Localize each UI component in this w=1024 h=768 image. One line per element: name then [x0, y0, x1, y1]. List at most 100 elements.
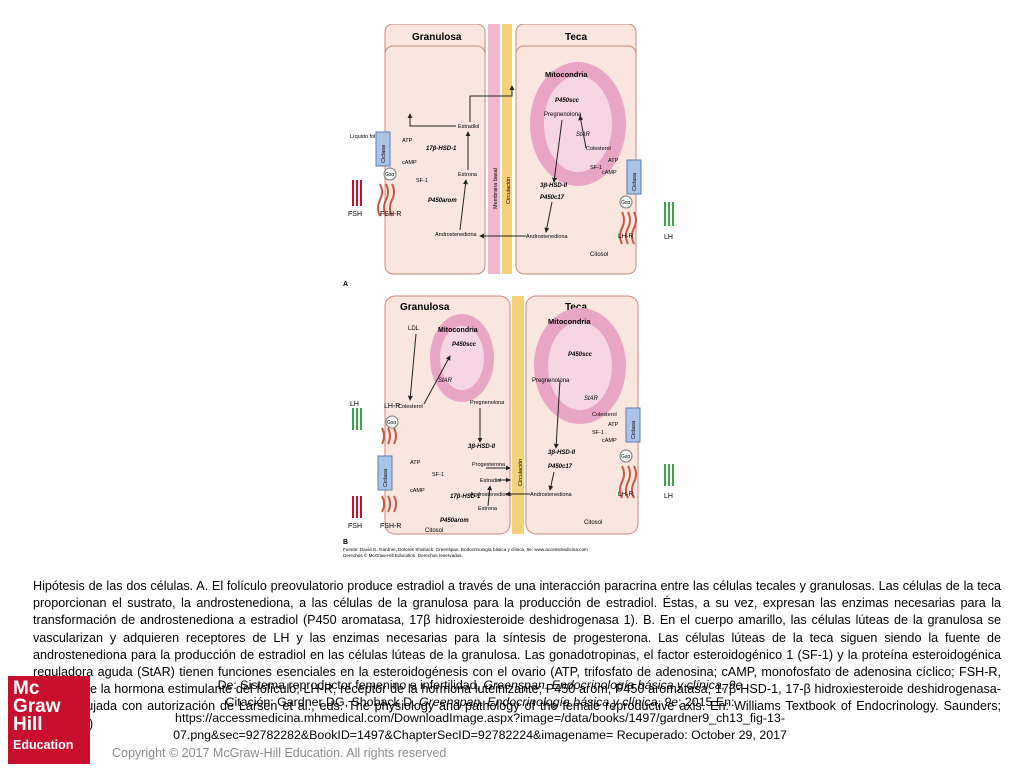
mitochondria-left-inner-b	[440, 326, 484, 390]
hsd2-right-b: 3β-HSD-II	[548, 450, 575, 456]
panel-a: Granulosa Teca Mitocondria P450scc Pregn…	[343, 23, 674, 288]
arrow-chol-preg-a	[578, 115, 587, 149]
arrow-c17-andro-a	[544, 201, 553, 233]
arrow-andro-estrone-a	[459, 179, 468, 231]
hsd1-b: 17β-HSD-1	[450, 494, 481, 500]
cytosol-right-b: Citosol	[584, 520, 602, 526]
camp-right-b: cAMP	[602, 438, 617, 444]
basal-membrane-label-a: Membrana basal	[493, 168, 499, 209]
androstenedione-left-b: Androstenediona	[470, 492, 513, 498]
cyclase-right-a	[626, 159, 642, 195]
fshr-a: FSH-R	[380, 211, 401, 218]
lh-hatch-right-b	[662, 464, 674, 486]
atp-right-b: ATP	[608, 422, 619, 428]
p450scc-left-b: P450scc	[452, 342, 477, 348]
mitochondria-right-inner-b	[548, 322, 612, 410]
gs-alpha-left-circle-a	[383, 167, 397, 181]
star-left-b: StAR	[438, 378, 453, 384]
granulosa-header-b: Granulosa	[400, 302, 450, 313]
circulation-band-b	[512, 296, 524, 534]
camp-right-a: cAMP	[602, 170, 617, 176]
estrone-b: Estrona	[478, 506, 498, 512]
atp-right-a: ATP	[608, 158, 619, 164]
estradiol-b: Estradiol	[480, 478, 501, 484]
mcgraw-hill-logo: Mc Graw Hill Education	[8, 676, 90, 764]
gs-left-circle-b	[385, 415, 399, 429]
gs-alpha-right-a: Gsα	[621, 200, 630, 206]
theca-header-b: Teca	[565, 302, 587, 313]
follicular-fluid-a: Líquido folicular	[350, 134, 389, 140]
cholesterol-right-b: Colesterol	[592, 412, 617, 418]
panel-a-label: A	[343, 281, 348, 288]
fsh-a: FSH	[348, 211, 362, 218]
cyclase-label-left-b: Ciclasa	[383, 468, 389, 487]
lh-left-b: LH	[350, 401, 359, 408]
citation-url-2[interactable]: 07.png&sec=92782282&BookID=1497&ChapterS…	[173, 727, 787, 742]
progesterone-b: Progesterona	[472, 462, 506, 468]
arrow-c17-andro-b	[548, 471, 555, 491]
fsh-hatch-a	[350, 180, 362, 206]
panel-b-label: B	[343, 539, 348, 546]
logo-line-4: Education	[13, 738, 74, 752]
cyclase-label-right-a: Ciclasa	[632, 172, 638, 191]
logo-line-2: Graw	[13, 696, 61, 717]
mitochondria-label-a: Mitocondria	[545, 70, 588, 79]
arrow-preg-hsd-a	[552, 119, 563, 183]
circulation-label-a: Circulación	[506, 177, 512, 204]
cytosol-a: Citosol	[590, 252, 608, 258]
granulosa-cell-a	[384, 45, 486, 275]
citation-line-1-pre: De: Sistema reproductor femenino e infer…	[217, 678, 484, 692]
arrow-ldl-chol-b	[407, 333, 417, 401]
p450c17-a: P450c17	[540, 195, 565, 201]
figure: Granulosa Teca Mitocondria P450scc Pregn…	[340, 23, 690, 569]
circulation-band-a	[502, 24, 512, 274]
citation-url-1[interactable]: https://accessmedicina.mhmedical.com/Dow…	[175, 711, 785, 725]
estrone-a: Estrona	[458, 172, 478, 178]
camp-left-b: cAMP	[410, 488, 425, 494]
lh-receptor-right-b	[619, 465, 637, 499]
logo-line-1: Mc	[13, 678, 40, 699]
logo-line-3: Hill	[13, 714, 43, 735]
p450arom-b: P450arom	[440, 518, 469, 524]
atp-left-a: ATP	[402, 138, 413, 144]
arrow-estrone-estradiol-b	[487, 485, 493, 507]
figure-caption: Hipótesis de las dos células. A. El folí…	[33, 579, 1001, 731]
granulosa-header-a: Granulosa	[412, 32, 462, 43]
p450arom-a: P450arom	[428, 198, 457, 204]
lh-right-b: LH	[664, 493, 673, 500]
fsh-hatch-b	[350, 496, 362, 518]
mito-left-b: Mitocondria	[438, 327, 478, 334]
arrow-estradiol-circ-a	[469, 85, 515, 122]
citation-line-1: De: Sistema reproductor femenino e infer…	[110, 677, 850, 694]
lh-hatch-a	[662, 202, 674, 226]
figure-svg: Granulosa Teca Mitocondria P450scc Pregn…	[343, 23, 674, 558]
cyclase-label-left-a: Ciclasa	[381, 144, 387, 163]
star-right-b: StAR	[584, 396, 599, 402]
ldl-b: LDL	[408, 326, 420, 332]
source-line-1: Fuente: David G. Gardner, Dolores Shobac…	[343, 547, 588, 552]
cholesterol-left-b: Colesterol	[398, 404, 423, 410]
atp-left-b: ATP	[410, 460, 421, 466]
lhr-right-b: LH-R	[618, 491, 633, 498]
circulation-label-b: Circulación	[518, 459, 524, 486]
cytosol-left-b: Citosol	[425, 528, 443, 534]
basal-membrane-a	[488, 24, 500, 274]
hsd2-left-b: 3β-HSD-II	[468, 444, 495, 450]
p450scc-a: P450scc	[555, 98, 580, 104]
citation-line-2-book: Greenspan. Endocrinología básica y clíni…	[419, 694, 678, 709]
arrow-chol-mito-b	[423, 355, 451, 405]
androstenedione-right-b: Androstenediona	[530, 492, 573, 498]
fsh-receptor-a	[377, 183, 395, 217]
cyclase-right-b	[625, 407, 641, 443]
fshr-b: FSH-R	[380, 523, 401, 530]
mitochondria-inner-a	[544, 76, 612, 172]
hsd1-a: 17β-HSD-1	[426, 146, 457, 152]
estradiol-a: Estradiol	[458, 124, 479, 130]
p450scc-right-b: P450scc	[568, 352, 593, 358]
pregnenolone-left-b: Pregnenolona	[470, 400, 505, 406]
citation-line-2-pre: Citación: Gardner DG, Shoback D.	[225, 694, 420, 709]
panel-b: Granulosa Teca Mitocondria P450scc StAR …	[343, 295, 674, 546]
copyright-notice: Copyright © 2017 McGraw-Hill Education. …	[112, 746, 447, 760]
gs-left-b: Gsα	[387, 420, 396, 426]
citation: De: Sistema reproductor femenino e infer…	[110, 677, 850, 743]
